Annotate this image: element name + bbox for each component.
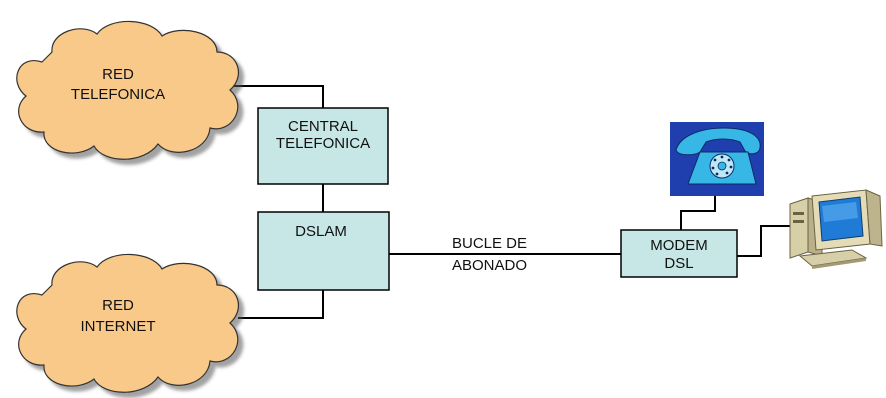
line-modem-to-computer xyxy=(737,226,790,256)
box-modem-dsl: MODEM DSL xyxy=(621,230,737,277)
line-telefonica-to-central xyxy=(228,86,323,108)
central-line1: CENTRAL xyxy=(288,118,358,135)
box-dslam: DSLAM xyxy=(258,212,389,290)
central-line2: TELEFONICA xyxy=(276,135,370,152)
link-line2: ABONADO xyxy=(452,257,527,274)
cloud-telefonica-line1: RED xyxy=(102,66,134,83)
link-line1: BUCLE DE xyxy=(452,235,527,252)
modem-line1: MODEM xyxy=(650,237,708,254)
computer-icon xyxy=(790,190,882,269)
modem-line2: DSL xyxy=(664,255,693,272)
line-modem-to-phone xyxy=(681,196,715,230)
line-dslam-to-internet xyxy=(238,290,323,318)
cloud-internet-line1: RED xyxy=(102,297,134,314)
dslam-label: DSLAM xyxy=(295,223,347,240)
phone-icon xyxy=(670,122,764,196)
cloud-internet-line2: INTERNET xyxy=(81,318,156,335)
box-central-telefonica: CENTRAL TELEFONICA xyxy=(258,108,388,184)
cloud-red-internet: RED INTERNET xyxy=(17,254,239,392)
cloud-telefonica-line2: TELEFONICA xyxy=(71,86,165,103)
cloud-red-telefonica: RED TELEFONICA xyxy=(17,21,239,159)
